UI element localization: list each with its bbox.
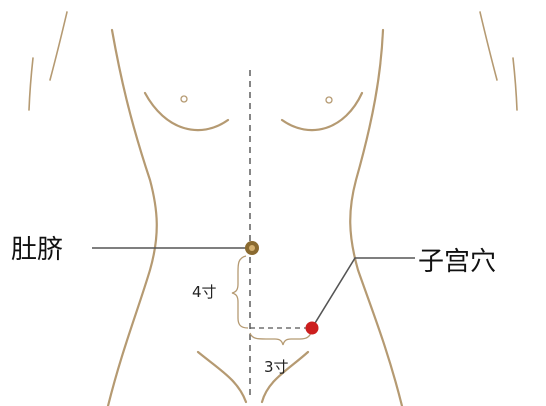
acupoint-label: 子宫穴 [418,247,496,277]
navel-label: 肚脐 [11,235,63,265]
groin-line [198,352,246,402]
right-arm-inner-line [513,58,517,110]
right-chest-line [282,93,362,130]
torso-left-outline [108,30,157,406]
horizontal-distance-brace [250,332,311,345]
right-nipple [326,97,332,103]
acupoint-leader-line [312,258,415,328]
vertical-distance-label: 4寸 [192,283,217,301]
left-nipple [181,96,187,102]
left-arm-inner-line [29,58,33,110]
acupoint-marker [306,322,319,335]
torso-right-outline [350,30,402,406]
right-arm-outer-line [480,12,497,80]
navel-marker-center [249,245,255,251]
horizontal-distance-label: 3寸 [264,358,289,376]
left-arm-outer-line [50,12,67,80]
vertical-distance-brace [232,256,248,328]
